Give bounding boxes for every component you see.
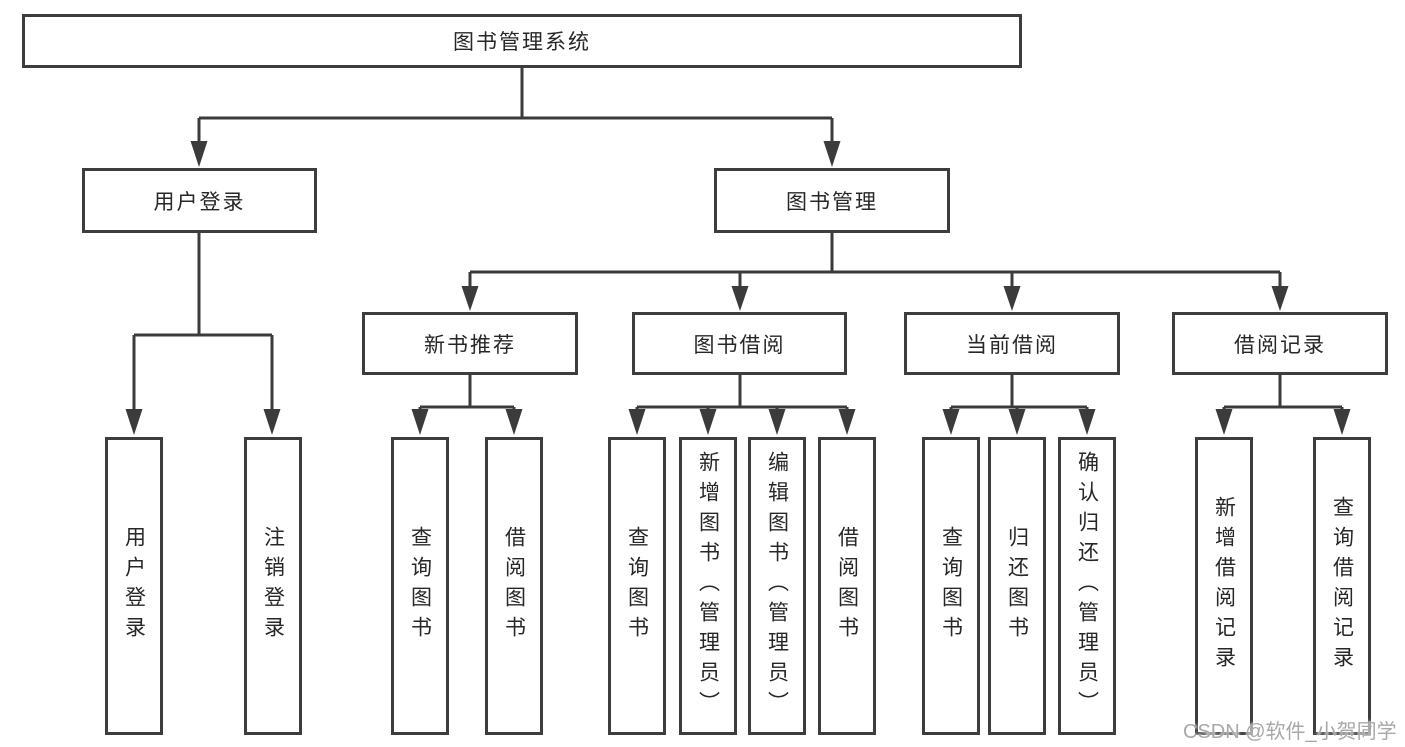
leaf-borrow-edit-books-admin: 编辑图书（管理员） [748,437,806,735]
leaf-records-query-record: 查询借阅记录 [1313,437,1371,735]
connector-book-borrow-children [628,375,856,435]
arrowhead-icon [699,409,717,435]
node-label: 用户登录 [153,190,246,214]
arrowhead-icon [838,409,856,435]
connector-user-login-children [125,233,281,435]
arrowhead-icon [628,409,646,435]
node-label: 编辑图书（管理员） [765,451,789,721]
node-label: 借阅图书 [835,526,859,646]
node-user-login: 用户登录 [82,168,317,233]
arrowhead-icon [768,409,786,435]
leaf-current-query-books: 查询图书 [922,437,980,735]
node-label: 图书管理系统 [453,31,591,54]
arrowhead-icon [461,286,479,311]
leaf-current-confirm-return-admin: 确认归还（管理员） [1058,437,1116,735]
node-borrowing-records: 借阅记录 [1172,312,1388,375]
arrowhead-icon [125,409,143,435]
node-label: 图书借阅 [693,333,786,357]
node-label: 查询图书 [939,526,963,646]
leaf-borrow-borrow-books: 借阅图书 [818,437,876,735]
arrowhead-icon [1008,409,1026,435]
arrowhead-icon [1215,409,1233,435]
arrowhead-icon [1003,286,1021,311]
arrowhead-icon [731,286,749,311]
arrowhead-icon [505,409,523,435]
arrowhead-icon [942,409,960,435]
arrowhead-icon [1271,286,1289,311]
arrowhead-icon [263,409,281,435]
leaf-borrow-query-books: 查询图书 [608,437,666,735]
arrowhead-icon [1333,409,1351,435]
connector-borrow-records-children [1215,375,1351,435]
node-label: 归还图书 [1005,526,1029,646]
node-label: 查询借阅记录 [1330,496,1354,676]
node-book-management: 图书管理 [714,168,950,233]
node-label: 用户登录 [122,526,146,646]
arrowhead-icon [823,141,841,167]
leaf-current-return-books: 归还图书 [988,437,1046,735]
arrowhead-icon [411,409,429,435]
node-label: 当前借阅 [966,333,1058,357]
node-label: 图书管理 [786,190,878,214]
connector-root-to-level2 [190,67,841,167]
node-label: 查询图书 [625,526,649,646]
connector-new-book-rec-children [411,375,523,435]
csdn-watermark: CSDN @软件_小贺同学 [1183,721,1397,743]
node-label: 注销登录 [261,526,285,646]
arrowhead-icon [1078,409,1096,435]
leaf-newbook-borrow-books: 借阅图书 [485,437,543,735]
node-root-system: 图书管理系统 [22,14,1022,68]
node-label: 新增借阅记录 [1212,496,1236,676]
node-book-borrowing: 图书借阅 [632,312,847,375]
leaf-user-login: 用户登录 [105,437,163,735]
node-current-borrowing: 当前借阅 [904,312,1120,375]
node-label: 新书推荐 [424,333,516,357]
node-label: 确认归还（管理员） [1075,451,1099,721]
node-label: 借阅记录 [1234,333,1326,357]
node-label: 新增图书（管理员） [696,451,720,721]
leaf-newbook-query-books: 查询图书 [391,437,449,735]
leaf-records-add-record: 新增借阅记录 [1195,437,1253,735]
connector-current-borrow-children [942,375,1096,435]
node-label: 借阅图书 [502,526,526,646]
arrowhead-icon [190,141,208,167]
node-label: 查询图书 [408,526,432,646]
connector-book-mgmt-children [461,233,1289,311]
leaf-borrow-add-books-admin: 新增图书（管理员） [679,437,737,735]
node-new-book-recommend: 新书推荐 [362,312,578,375]
leaf-logout: 注销登录 [244,437,302,735]
